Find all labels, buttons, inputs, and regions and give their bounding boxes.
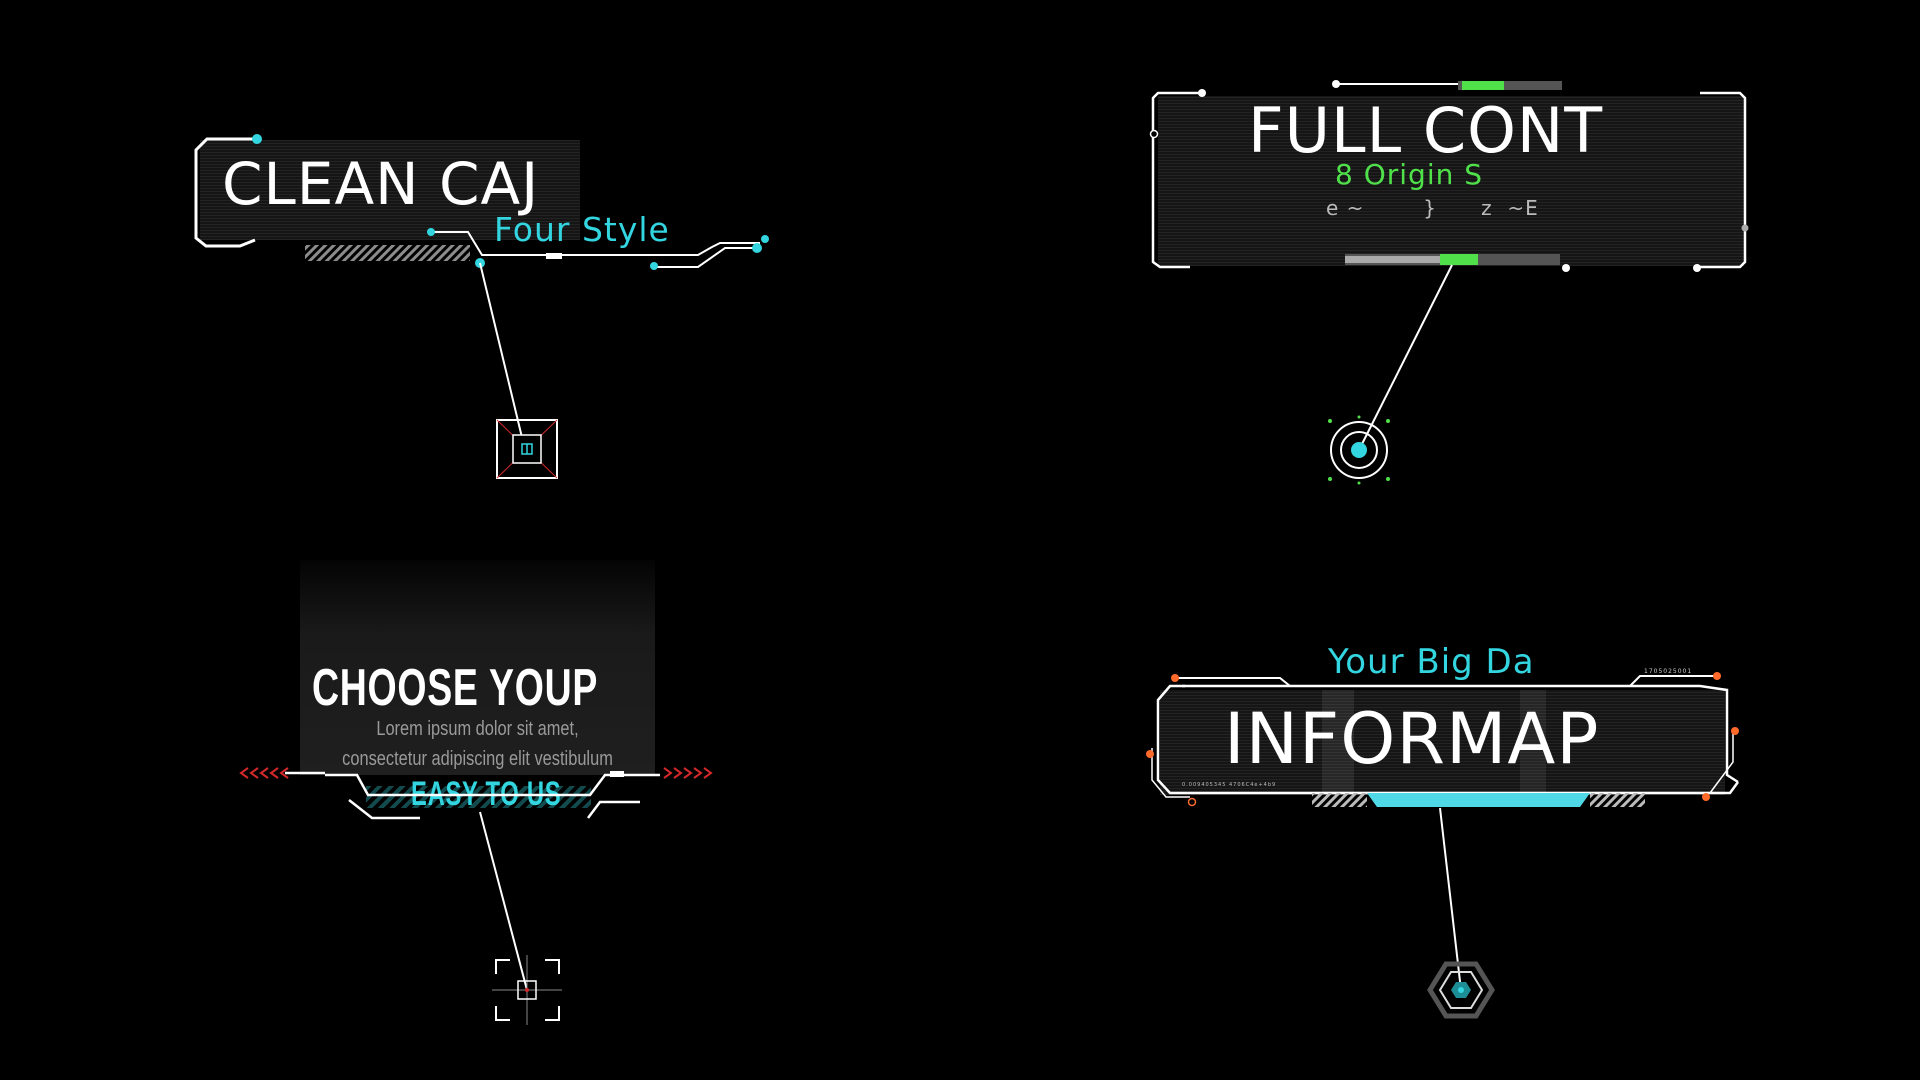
hexagon-target-icon [1427, 961, 1495, 1019]
panel-info-frame [1151, 675, 1740, 798]
panel-info-cyan-bar [1367, 793, 1590, 807]
panel-choose-bottom-bracket [325, 773, 660, 797]
panel-clean-node [761, 235, 769, 243]
panel-full-title: FULL CONT [1248, 94, 1604, 167]
panel-full-pointer-line [1358, 264, 1453, 451]
panel-full-subtitle: 8 Origin S [1335, 158, 1484, 191]
panel-full-node [1741, 224, 1749, 232]
panel-clean-node [752, 243, 762, 253]
panel-full-node [1149, 129, 1159, 139]
panel-clean-hatch-strip [305, 245, 470, 261]
panel-choose-chevrons-right [663, 767, 713, 779]
panel-choose-lower-right [587, 800, 640, 819]
panel-info-background [1160, 690, 1725, 795]
panel-choose-pointer-line [479, 811, 528, 991]
panel-info-node [1187, 797, 1197, 807]
panel-clean-node [427, 228, 435, 236]
panel-info-main-frame [1156, 684, 1740, 795]
panel-info-code-tiny: 0.009405345 4706C4e+4b9 [1182, 782, 1277, 788]
panel-full-frame [1151, 83, 1747, 269]
panel-info-node [1146, 750, 1154, 758]
panel-clean-background [200, 140, 580, 240]
panel-info-node [1713, 672, 1721, 680]
panel-info-code-small: 1705025001 [1644, 668, 1693, 675]
panel-clean-title: CLEAN CAJ [222, 150, 540, 218]
panel-clean-frame [194, 137, 760, 268]
panel-choose-tag-stripes [366, 786, 591, 808]
panel-clean-circuit-line [430, 231, 760, 256]
panel-choose-lower-left [348, 799, 420, 820]
panel-info-node [1731, 727, 1739, 735]
panel-choose-chevrons-left [239, 767, 289, 779]
panel-full-background [1158, 96, 1744, 266]
panel-info-glitch-bar-2 [1520, 690, 1546, 795]
panel-info-left-accent [1151, 748, 1190, 798]
panel-choose-title: CHOOSE YOUP [312, 659, 599, 717]
panel-full-bracket-right [1700, 91, 1747, 269]
panel-full-node [1332, 80, 1340, 88]
panel-info-top-left-tab [1178, 677, 1291, 687]
panel-info-subtitle: Your Big Da [1328, 642, 1535, 682]
panel-full-top-bar [1458, 81, 1562, 90]
panel-info-pointer-line [1439, 807, 1462, 991]
panel-info-right-accent [1709, 730, 1734, 794]
panel-choose-background [300, 560, 655, 775]
panel-clean-subtitle: Four Style [494, 210, 670, 249]
panel-full-node [1693, 264, 1701, 272]
panel-full-scramble-text: e ~ } z ~E [1326, 196, 1539, 220]
crosshair-icon [492, 955, 562, 1025]
panel-info-node [1702, 793, 1710, 801]
panel-clean-pointer-line [479, 262, 526, 451]
circle-target-icon [1328, 415, 1390, 485]
panel-choose-body: Lorem ipsum dolor sit amet, consectetur … [300, 714, 655, 774]
panel-clean-node [650, 262, 658, 270]
panel-info-hatch-right [1590, 793, 1645, 807]
panel-info-top-right-tab [1629, 675, 1714, 687]
panel-full-top-bar-level [1462, 81, 1504, 90]
square-target-icon [496, 419, 558, 479]
panel-full-bracket-left [1151, 91, 1200, 269]
panel-info-top-edge [1182, 684, 1739, 784]
panel-clean-circuit-line-2 [656, 247, 755, 268]
panel-info-node [1171, 674, 1179, 682]
panel-full-bottom-bar-level [1440, 254, 1478, 265]
panel-clean-bracket [194, 137, 256, 248]
panel-full-bottom-bar-fade [1345, 256, 1440, 263]
panel-choose-body-line-2: consectetur adipiscing elit vestibulum [342, 748, 613, 770]
panel-info-hatch-left [1312, 793, 1367, 807]
panel-info-glitch-bar-1 [1322, 690, 1354, 795]
panel-info-title: INFORMAP [1224, 698, 1600, 780]
panel-full-node [1562, 264, 1570, 272]
panel-clean-node [252, 134, 262, 144]
panel-choose-frame [285, 771, 660, 820]
panel-choose-body-line-1: Lorem ipsum dolor sit amet, [376, 718, 579, 740]
panel-full-node [1198, 89, 1206, 97]
